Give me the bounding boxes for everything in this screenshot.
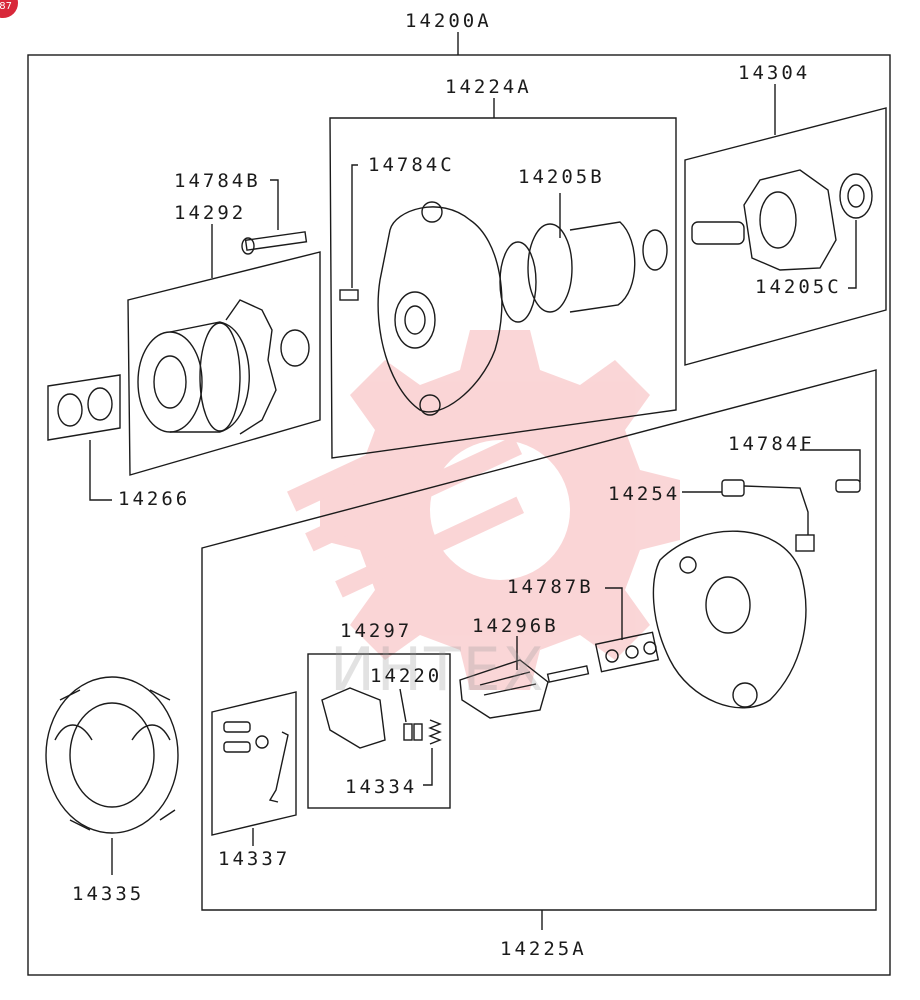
label-14296B: 14296B bbox=[472, 615, 559, 637]
rear-housing-part bbox=[652, 530, 807, 709]
bolt-14784B bbox=[241, 231, 308, 255]
wire-part bbox=[721, 479, 861, 552]
label-14205B: 14205B bbox=[518, 166, 605, 188]
panel-14266 bbox=[47, 374, 121, 441]
regulator-part bbox=[321, 687, 442, 749]
label-14335: 14335 bbox=[72, 883, 145, 905]
panel-14337 bbox=[211, 691, 297, 836]
collar-part bbox=[57, 387, 113, 427]
label-14334: 14334 bbox=[345, 776, 418, 798]
watermark-gear-icon bbox=[287, 330, 680, 690]
label-14292: 14292 bbox=[174, 202, 247, 224]
panel-14292 bbox=[127, 251, 321, 476]
label-14205C: 14205C bbox=[755, 276, 842, 298]
watermark-text: ИНТЕХ bbox=[330, 635, 546, 705]
assembly-frame bbox=[27, 54, 891, 976]
label-14200A: 14200A bbox=[405, 10, 492, 32]
stator-part bbox=[45, 676, 179, 834]
label-14297: 14297 bbox=[340, 620, 413, 642]
front-housing-part bbox=[339, 201, 668, 416]
pulley-part bbox=[137, 299, 310, 435]
rotor-part bbox=[691, 169, 873, 271]
page-badge: 87 bbox=[0, 0, 18, 18]
label-14224A: 14224A bbox=[445, 76, 532, 98]
plate-kit-part bbox=[223, 721, 289, 803]
label-14784C: 14784C bbox=[368, 154, 455, 176]
label-14220: 14220 bbox=[370, 665, 443, 687]
panel-14297 bbox=[307, 653, 451, 809]
panel-14225A bbox=[201, 369, 877, 911]
insulator-part bbox=[594, 631, 660, 673]
panel-14224A bbox=[329, 117, 677, 459]
label-14337: 14337 bbox=[218, 848, 291, 870]
label-14784B: 14784B bbox=[174, 170, 261, 192]
panel-14304 bbox=[684, 107, 887, 366]
label-14304: 14304 bbox=[738, 62, 811, 84]
label-14254: 14254 bbox=[608, 483, 681, 505]
label-14787B: 14787B bbox=[507, 576, 594, 598]
rectifier-part bbox=[459, 659, 590, 719]
label-14225A: 14225A bbox=[500, 938, 587, 960]
label-14266: 14266 bbox=[118, 488, 191, 510]
label-14784F: 14784F bbox=[728, 433, 815, 455]
